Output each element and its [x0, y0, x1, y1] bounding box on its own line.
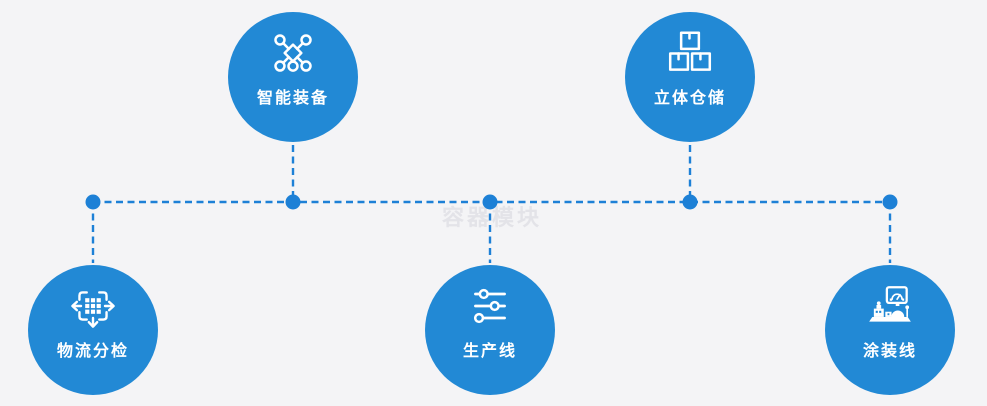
junction-dot	[882, 194, 898, 210]
node-label: 物流分检	[56, 343, 129, 360]
network-nodes-icon	[268, 28, 318, 78]
node-logistics-sorting[interactable]: 物流分检	[28, 265, 158, 395]
junction-dot	[85, 194, 101, 210]
node-stereo-warehouse[interactable]: 立体仓储	[625, 12, 755, 142]
control-station-icon	[865, 281, 915, 331]
sliders-icon	[465, 281, 515, 331]
node-painting-line[interactable]: 涂装线	[825, 265, 955, 395]
node-label: 智能装备	[256, 90, 329, 107]
junction-dot	[682, 194, 698, 210]
node-label: 立体仓储	[653, 90, 726, 107]
node-label: 生产线	[462, 343, 517, 360]
junction-dot	[482, 194, 498, 210]
node-label: 涂装线	[862, 343, 917, 360]
stacked-boxes-icon	[665, 28, 715, 78]
node-smart-equipment[interactable]: 智能装备	[228, 12, 358, 142]
node-production-line[interactable]: 生产线	[425, 265, 555, 395]
junction-dot	[285, 194, 301, 210]
move-sort-icon	[68, 281, 118, 331]
